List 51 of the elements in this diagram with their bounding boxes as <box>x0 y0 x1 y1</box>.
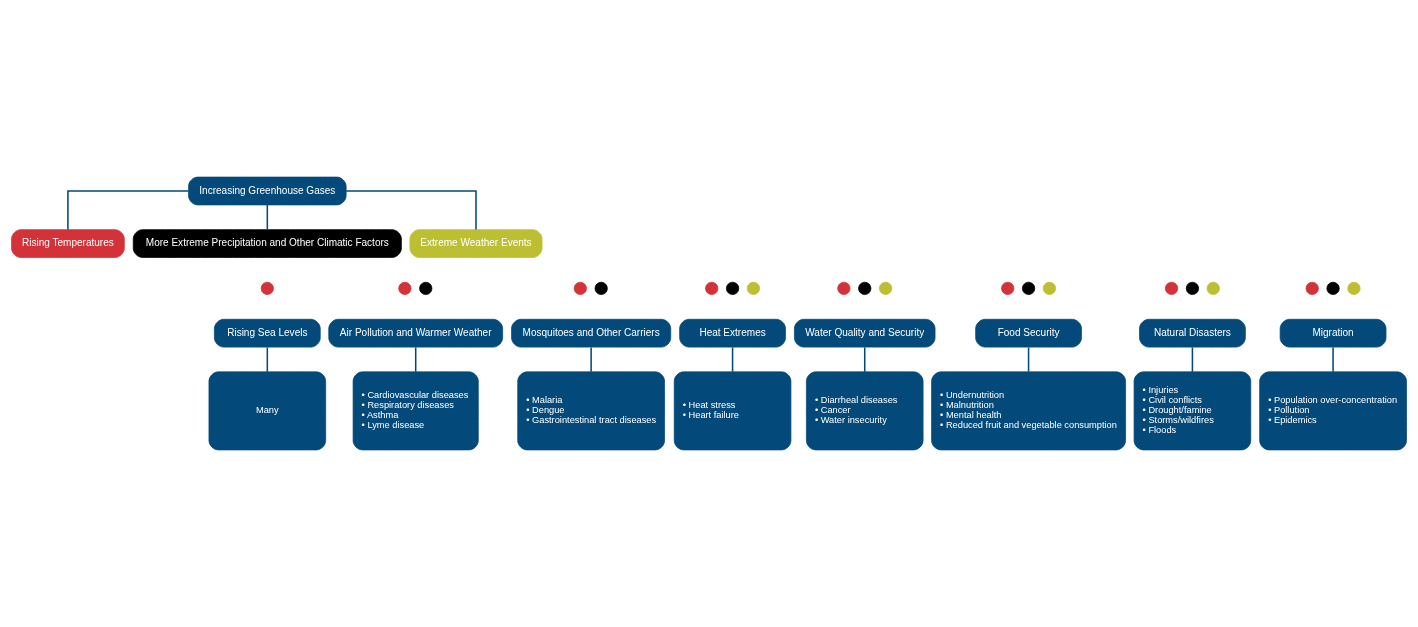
connector <box>590 346 592 373</box>
connector <box>1191 346 1194 373</box>
node-box: Increasing Greenhouse Gases <box>188 176 347 206</box>
node-circle <box>746 281 760 295</box>
node-box: Water Quality and Security <box>794 318 936 348</box>
node-circle <box>260 281 274 295</box>
node-box: • Injuries • Civil conflicts • Drought/famine • Storms/wildfires • Floods <box>1133 371 1252 451</box>
connector <box>266 346 269 373</box>
node-box: Rising Sea Levels <box>214 318 321 348</box>
connector <box>67 190 189 231</box>
node-circle <box>573 281 587 295</box>
node-circle <box>1001 281 1015 295</box>
node-box: Migration <box>1279 318 1387 348</box>
node-circle <box>1042 281 1056 295</box>
node-box: Food Security <box>975 318 1082 348</box>
node-circle <box>705 281 719 295</box>
node-circle <box>837 281 851 295</box>
node-box: Air Pollution and Warmer Weather <box>328 318 504 348</box>
node-circle <box>1165 281 1179 295</box>
node-circle <box>419 281 433 295</box>
node-circle <box>879 281 893 295</box>
node-box: Many <box>208 371 327 451</box>
node-box: Rising Temperatures <box>11 229 125 258</box>
node-box: Heat Extremes <box>679 318 786 348</box>
connector <box>266 204 269 231</box>
node-circle <box>594 281 608 295</box>
node-circle <box>1305 281 1319 295</box>
connector <box>1332 346 1334 373</box>
connector <box>414 346 417 373</box>
node-circle <box>1022 281 1036 295</box>
connector <box>345 190 477 231</box>
node-circle <box>1185 281 1199 295</box>
node-box: Natural Disasters <box>1139 318 1246 348</box>
node-circle <box>398 281 412 295</box>
node-box: • Malaria • Dengue • Gastrointestinal tract diseases <box>517 371 665 451</box>
node-box: • Cardiovascular diseases • Respiratory diseases • Asthma • Lyme disease <box>352 371 479 451</box>
node-box: Extreme Weather Events <box>409 229 543 258</box>
node-circle <box>1326 281 1340 295</box>
connector <box>731 346 734 373</box>
node-circle <box>726 281 740 295</box>
node-box: • Diarrheal diseases • Cancer • Water insecurity <box>806 371 924 451</box>
node-circle <box>1206 281 1220 295</box>
connector <box>863 346 866 373</box>
node-circle <box>858 281 872 295</box>
connector <box>1027 346 1030 373</box>
node-box: More Extreme Precipitation and Other Climatic Factors <box>132 229 402 258</box>
node-box: • Population over-concentration • Pollution • Epidemics <box>1259 371 1407 451</box>
node-box: • Undernutrition • Malnutrition • Mental health • Reduced fruit and vegetable consumption <box>931 371 1126 451</box>
node-circle <box>1347 281 1361 295</box>
node-box: Mosquitoes and Other Carriers <box>511 318 672 348</box>
node-box: • Heat stress • Heart failure <box>673 371 792 451</box>
